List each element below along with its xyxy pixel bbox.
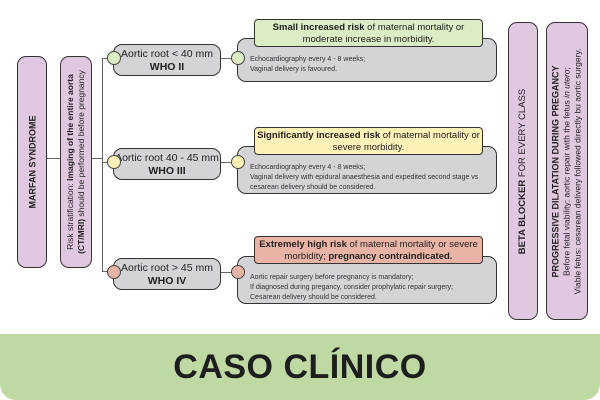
- aortic-root-label: Aortic root < 40 mm: [121, 48, 213, 60]
- progressive-dilatation-box: PROGRESSIVE DILATATION DURING PREGANCY B…: [546, 22, 588, 320]
- connector-line: [47, 158, 60, 159]
- connector-line: [221, 162, 233, 163]
- risk-box-1: Small increased risk of maternal mortali…: [254, 19, 483, 47]
- progressive-dilatation-text: PROGRESSIVE DILATATION DURING PREGANCY B…: [550, 48, 583, 294]
- footer-banner: CASO CLÍNICO: [0, 334, 600, 400]
- marfan-syndrome-box: MARFAN SYNDROME: [17, 56, 47, 268]
- green-node-icon: [107, 51, 121, 65]
- risk-stratification-text: Risk stratification: Imaging of the enti…: [65, 70, 87, 254]
- marfan-syndrome-label: MARFAN SYNDROME: [27, 115, 38, 209]
- risk-box-3: Extremely high risk of maternal mortalit…: [254, 236, 483, 264]
- yellow-node-icon: [231, 155, 245, 169]
- who-class-box-2: Aortic root 40 - 45 mm WHO III: [113, 148, 221, 180]
- detail-line: Aortic repair surgery before pregnancy i…: [250, 274, 414, 281]
- detail-line: Vaginal delivery is favoured.: [250, 66, 338, 73]
- who-class-label: WHO IV: [147, 275, 187, 287]
- beta-blocker-label: BETA BLOCKER FOR EVERY CLASS: [517, 88, 529, 254]
- connector-line: [102, 162, 110, 163]
- detail-line: Echocardiography every 4 - 8 weeks;: [250, 164, 366, 171]
- detail-line: Vaginal delivery with epidural anaesthes…: [250, 174, 479, 181]
- connector-line: [102, 58, 110, 59]
- footer-title: CASO CLÍNICO: [173, 347, 427, 386]
- who-class-box-1: Aortic root < 40 mm WHO II: [113, 44, 221, 76]
- who-class-label: WHO III: [148, 165, 186, 177]
- detail-line: Echocardiography every 4 - 8 weeks;: [250, 56, 366, 63]
- who-class-label: WHO II: [149, 61, 185, 73]
- connector-line: [221, 58, 233, 59]
- connector-line: [102, 271, 110, 272]
- detail-line: If diagnosed during pregancy, consider p…: [250, 284, 453, 291]
- green-node-icon: [231, 51, 245, 65]
- risk-box-2: Significantly increased risk of maternal…: [254, 127, 483, 155]
- connector-line: [221, 272, 233, 273]
- connector-line: [92, 158, 102, 159]
- detail-line: cesarean delivery should be considered.: [250, 184, 376, 191]
- aortic-root-label: Aortic root 40 - 45 mm: [115, 152, 219, 164]
- red-node-icon: [231, 265, 245, 279]
- red-node-icon: [107, 265, 121, 279]
- detail-box-3: Aortic repair surgery before pregnancy i…: [237, 256, 497, 304]
- who-class-box-3: Aortic root > 45 mm WHO IV: [113, 258, 221, 290]
- connector-trunk: [102, 58, 103, 272]
- yellow-node-icon: [107, 155, 121, 169]
- beta-blocker-box: BETA BLOCKER FOR EVERY CLASS: [508, 22, 538, 320]
- detail-line: Cesarean delivery should be considered.: [250, 294, 377, 301]
- risk-stratification-box: Risk stratification: Imaging of the enti…: [60, 56, 92, 268]
- aortic-root-label: Aortic root > 45 mm: [121, 262, 213, 274]
